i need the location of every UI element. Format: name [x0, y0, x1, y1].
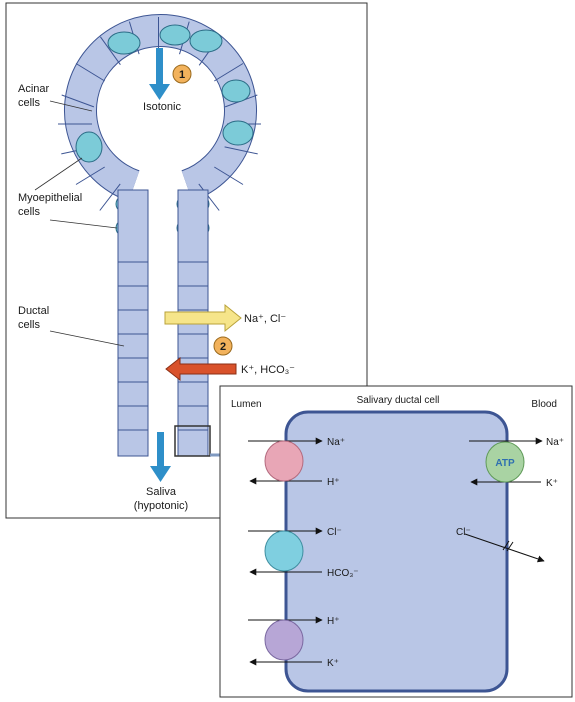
svg-text:Cl⁻: Cl⁻	[327, 527, 342, 538]
ductal-label-2: cells	[18, 319, 41, 331]
cl-hco3-exchanger: Cl⁻ HCO₃⁻	[248, 527, 359, 579]
myoepithelial-label-2: cells	[18, 206, 41, 218]
svg-text:HCO₃⁻: HCO₃⁻	[327, 568, 359, 579]
acinar-label-2: cells	[18, 97, 41, 109]
flow-arrow-down	[149, 48, 170, 100]
saliva-label: Saliva	[146, 486, 177, 498]
na-k-atpase-pump: ATP Na⁺ K⁺	[469, 437, 564, 489]
k-hco3-label: K⁺, HCO₃⁻	[241, 364, 295, 376]
svg-text:2: 2	[220, 341, 226, 353]
svg-text:Na⁺: Na⁺	[327, 437, 345, 448]
k-hco3-influx-arrow	[165, 356, 237, 382]
myoepithelial-label: Myoepithelial	[18, 192, 82, 204]
step-badge-1: 1	[172, 64, 192, 84]
ductal-label: Ductal	[18, 305, 49, 317]
svg-text:K⁺: K⁺	[327, 658, 339, 669]
na-cl-label: Na⁺, Cl⁻	[244, 313, 286, 325]
atp-label: ATP	[495, 458, 515, 469]
ductal-cell	[284, 410, 509, 693]
h-k-exchanger: H⁺ K⁺	[248, 616, 340, 669]
svg-text:Na⁺: Na⁺	[546, 437, 564, 448]
cl-efflux-to-blood: Cl⁻	[456, 527, 545, 563]
na-cl-efflux-arrow	[164, 303, 242, 333]
acinar-label: Acinar	[18, 83, 50, 95]
blood-label: Blood	[531, 399, 557, 410]
myoepithelial-leader	[34, 157, 83, 191]
svg-text:1: 1	[179, 69, 185, 81]
svg-text:H⁺: H⁺	[327, 616, 340, 627]
saliva-label-2: (hypotonic)	[134, 500, 188, 512]
ductal-leader	[49, 330, 125, 347]
na-h-exchanger: Na⁺ H⁺	[248, 437, 345, 488]
svg-text:Cl⁻: Cl⁻	[456, 527, 471, 538]
inset-selector-box	[174, 425, 211, 457]
myoepithelial-leader-2	[49, 219, 118, 229]
cell-title: Salivary ductal cell	[357, 395, 440, 406]
isotonic-label: Isotonic	[143, 101, 181, 113]
saliva-flow-arrow	[150, 432, 171, 482]
lumen-label: Lumen	[231, 399, 262, 410]
svg-text:K⁺: K⁺	[546, 478, 558, 489]
acinar-leader	[49, 100, 93, 112]
svg-text:H⁺: H⁺	[327, 477, 340, 488]
step-badge-2: 2	[213, 336, 233, 356]
